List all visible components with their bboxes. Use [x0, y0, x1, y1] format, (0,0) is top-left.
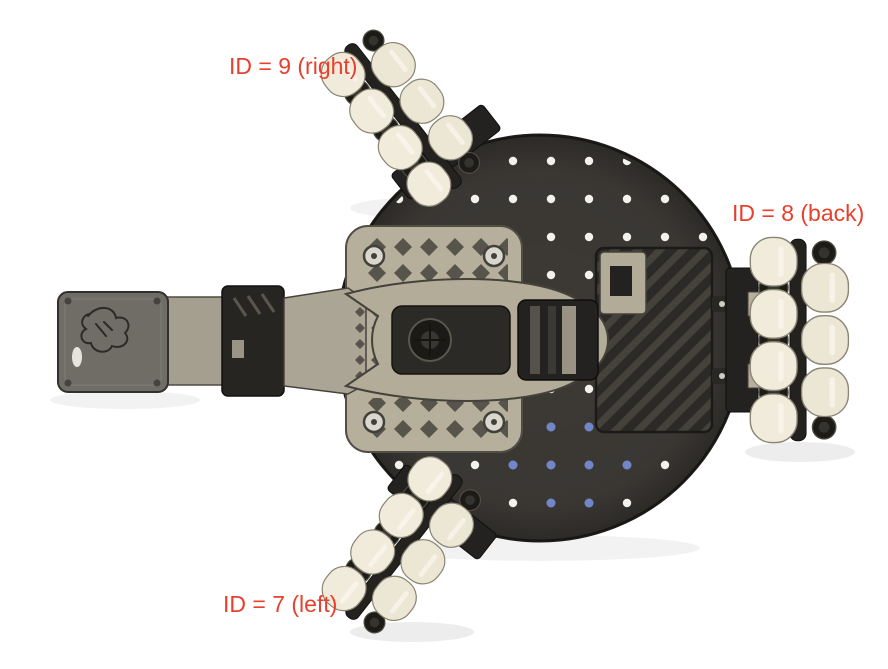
wheel-7-label: ID = 7 (left): [223, 591, 337, 617]
omni-wheel-8-back: [750, 237, 848, 442]
annotations: ID = 9 (right) ID = 8 (back) ID = 7 (lef…: [223, 53, 864, 617]
wheel-8-label: ID = 8 (back): [732, 200, 864, 226]
bracket-screws: [362, 244, 506, 434]
arm-elbow-joint: [221, 285, 285, 397]
arm-center-machinery: [391, 305, 511, 375]
plate-holes-blue: [508, 422, 632, 508]
wheel-9-label: ID = 9 (right): [229, 53, 357, 79]
manipulator-arm: [57, 278, 610, 402]
heatsink-block: [594, 246, 714, 434]
gripper-plate: [57, 291, 169, 393]
logo-scribble: [80, 307, 130, 353]
arm-servo-block: [517, 299, 599, 381]
